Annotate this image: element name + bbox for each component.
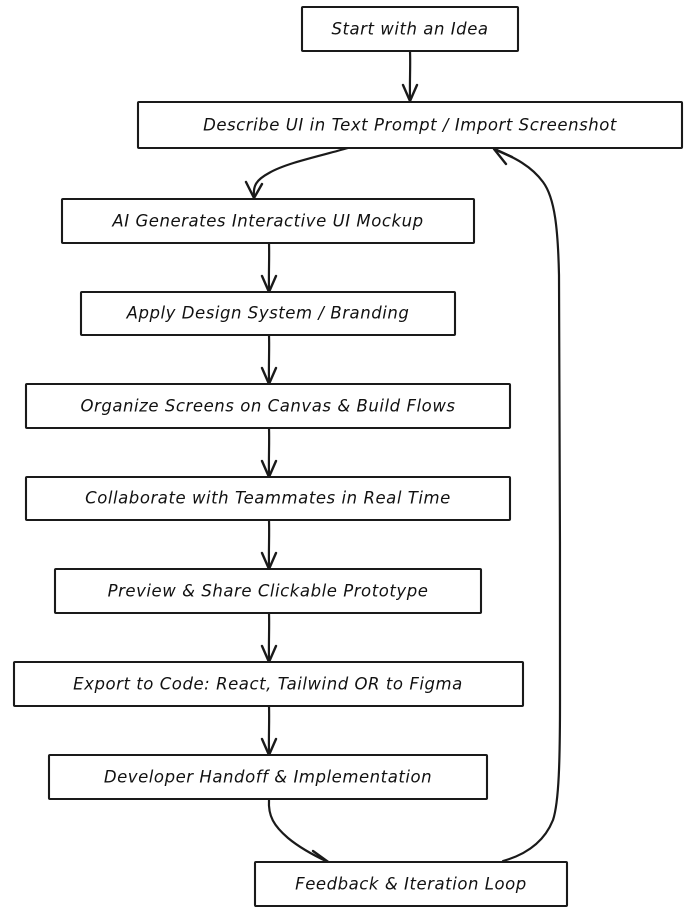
node-label-start-with-an-idea: Start with an Idea	[331, 20, 488, 39]
node-label-apply-design-system: Apply Design System / Branding	[126, 304, 410, 323]
node-apply-design-system[interactable]: Apply Design System / Branding	[79, 290, 457, 337]
node-feedback-iteration-loop[interactable]: Feedback & Iteration Loop	[253, 860, 569, 908]
node-label-preview-prototype: Preview & Share Clickable Prototype	[108, 582, 429, 601]
node-label-export-to-code: Export to Code: React, Tailwind OR to Fi…	[73, 675, 463, 694]
edge-handoff-to-feedback	[267, 798, 333, 870]
edge-start-to-describe	[401, 49, 419, 103]
edge-mockup-to-design-system	[260, 241, 278, 294]
node-preview-prototype[interactable]: Preview & Share Clickable Prototype	[53, 567, 483, 615]
edge-export-to-handoff	[260, 704, 278, 757]
node-start-with-an-idea[interactable]: Start with an Idea	[300, 5, 520, 53]
edge-organize-to-collaborate	[260, 426, 278, 479]
edge-design-system-to-organize	[260, 333, 278, 386]
node-label-feedback-iteration-loop: Feedback & Iteration Loop	[295, 875, 527, 894]
edge-layer	[244, 49, 562, 870]
node-ai-generates-mockup[interactable]: AI Generates Interactive UI Mockup	[60, 197, 476, 245]
node-layer: Start with an Idea Describe UI in Text P…	[12, 5, 684, 908]
node-label-ai-generates-mockup: AI Generates Interactive UI Mockup	[111, 212, 423, 231]
node-label-collaborate-teammates: Collaborate with Teammates in Real Time	[85, 489, 451, 508]
edge-collaborate-to-preview	[260, 518, 278, 571]
edge-preview-to-export	[260, 611, 278, 664]
node-organize-screens[interactable]: Organize Screens on Canvas & Build Flows	[24, 382, 512, 430]
node-label-developer-handoff: Developer Handoff & Implementation	[104, 768, 432, 787]
node-describe-ui[interactable]: Describe UI in Text Prompt / Import Scre…	[136, 100, 684, 150]
edge-describe-to-mockup	[244, 146, 350, 200]
node-export-to-code[interactable]: Export to Code: React, Tailwind OR to Fi…	[12, 660, 525, 708]
node-label-organize-screens: Organize Screens on Canvas & Build Flows	[80, 397, 455, 416]
node-label-describe-ui: Describe UI in Text Prompt / Import Scre…	[203, 116, 617, 135]
node-collaborate-teammates[interactable]: Collaborate with Teammates in Real Time	[24, 475, 512, 522]
node-developer-handoff[interactable]: Developer Handoff & Implementation	[47, 753, 489, 801]
